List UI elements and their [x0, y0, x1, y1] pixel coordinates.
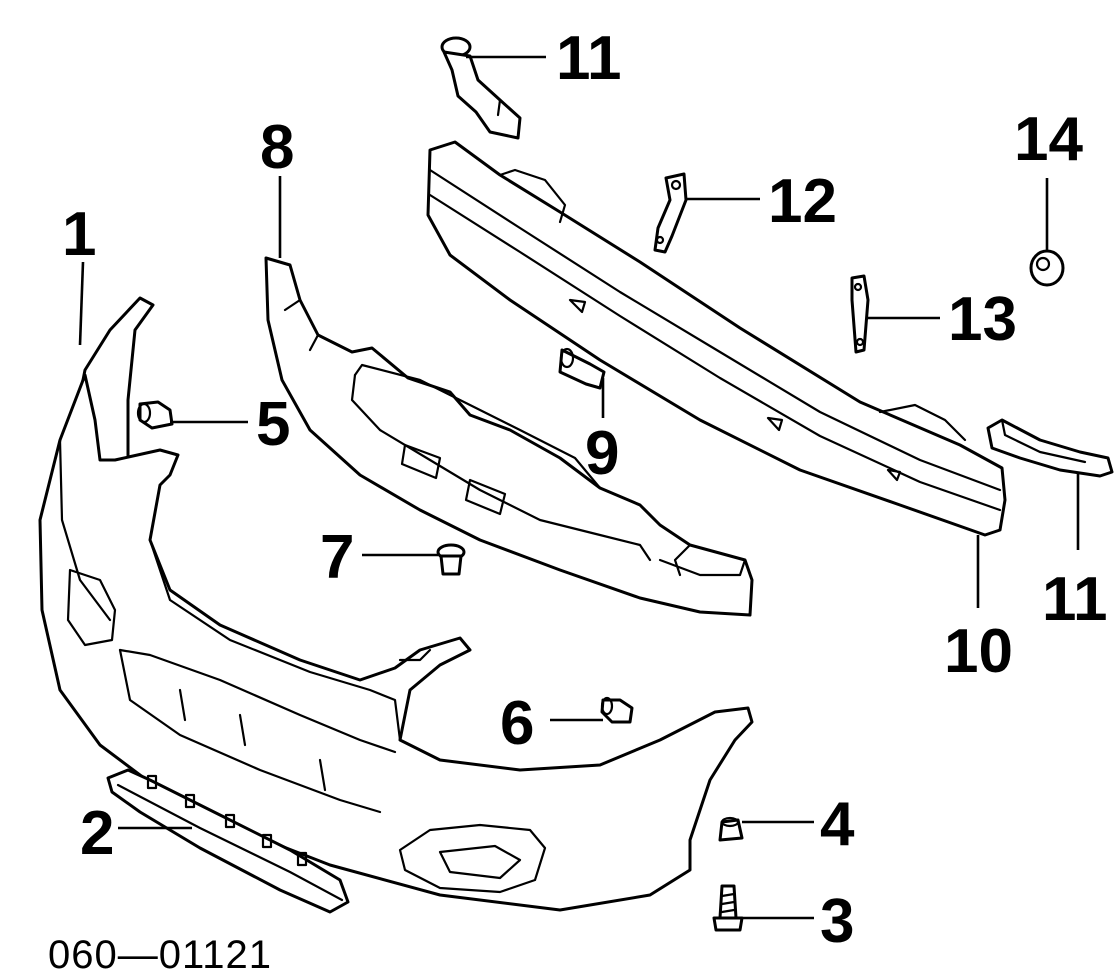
leader-lines [78, 55, 1080, 920]
callout-6: 6 [500, 689, 534, 758]
callout-13: 13 [948, 285, 1017, 354]
callout-14: 14 [1014, 105, 1083, 174]
part-9-retainer [558, 347, 606, 390]
leader-1 [78, 261, 85, 346]
callout-3: 3 [820, 887, 854, 956]
callout-5: 5 [256, 390, 290, 459]
part-11-bracket-top [440, 36, 522, 140]
part-13-strap [850, 274, 870, 354]
part-5-clip [136, 400, 174, 430]
callout-1: 1 [62, 200, 96, 269]
part-4-nut [718, 816, 744, 842]
drawing-code: 060—01121 [48, 933, 272, 976]
callout-12: 12 [768, 167, 837, 236]
callout-9: 9 [585, 419, 619, 488]
callout-11-top: 11 [556, 24, 622, 93]
part-6-clip [600, 696, 634, 724]
callout-7: 7 [320, 523, 354, 592]
part-11-bracket-right [986, 418, 1114, 478]
callout-2: 2 [80, 799, 114, 868]
part-1-bumper-cover [38, 296, 754, 912]
part-3-screw [712, 884, 744, 932]
callout-11-right: 11 [1042, 565, 1108, 634]
part-14-nut [1029, 249, 1065, 287]
callouts: 1 2 3 4 5 6 7 8 9 10 11 11 12 13 14 [62, 24, 1108, 956]
callout-8: 8 [260, 113, 294, 182]
callout-10: 10 [944, 617, 1013, 686]
part-10-reinforcement-beam [426, 140, 1007, 537]
callout-4: 4 [820, 790, 855, 859]
part-2-lower-strip [106, 768, 350, 914]
part-12-bracket [653, 172, 688, 254]
part-8-energy-absorber [264, 256, 754, 617]
part-7-push-pin [436, 543, 466, 576]
